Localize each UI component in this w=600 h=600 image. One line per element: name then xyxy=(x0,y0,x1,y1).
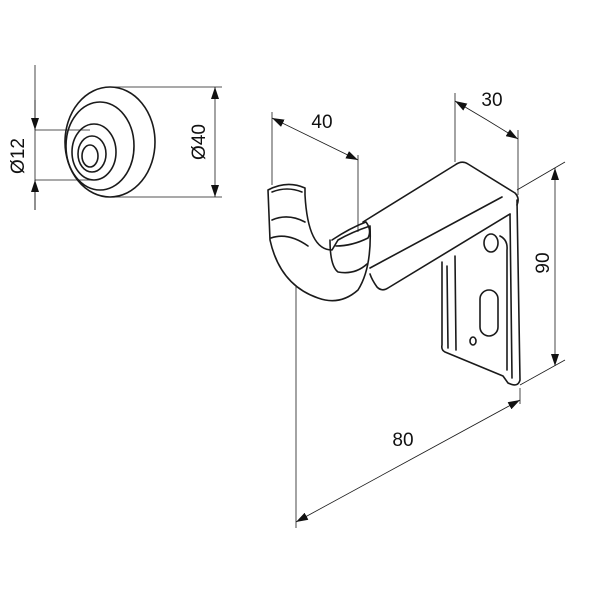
hook-width-40-dimension: 40 xyxy=(271,112,359,232)
diameter-40-label: Ø40 xyxy=(189,124,210,160)
diameter-12-dimension: Ø12 xyxy=(8,65,92,210)
end-cap-drawing xyxy=(64,86,156,198)
projection-80-label: 80 xyxy=(392,430,413,451)
height-90-dimension: 90 xyxy=(516,161,566,386)
projection-80-dimension: 80 xyxy=(295,285,521,528)
diameter-12-label: Ø12 xyxy=(8,138,29,174)
bracket-drawing xyxy=(267,161,521,386)
hook-width-40-label: 40 xyxy=(311,112,332,133)
height-90-label: 90 xyxy=(533,252,554,273)
diameter-40-dimension: Ø40 xyxy=(110,86,222,198)
depth-30-label: 30 xyxy=(481,90,502,111)
depth-30-dimension: 30 xyxy=(454,90,519,195)
